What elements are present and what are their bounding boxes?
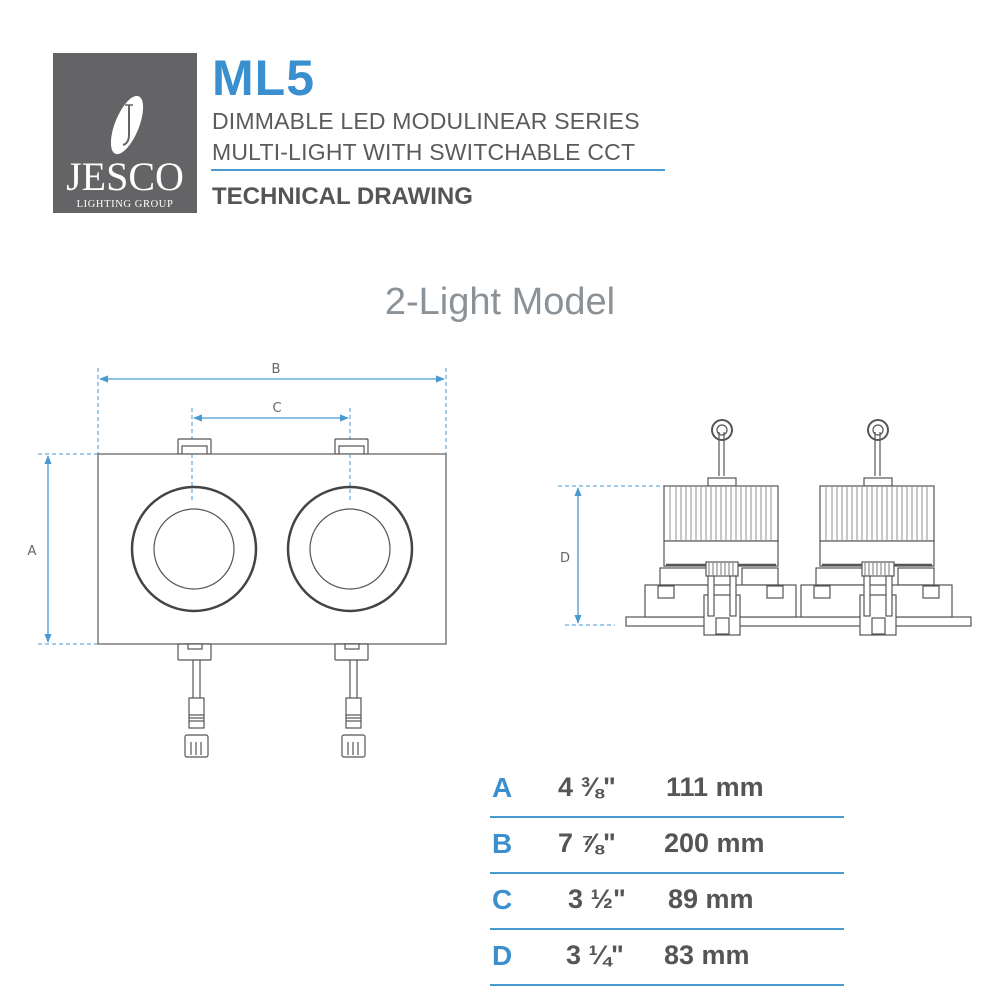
label-b: B [272, 362, 281, 377]
label-a: A [28, 544, 37, 559]
drawing-title: 2-Light Model [384, 281, 616, 323]
logo-brand-text: JESCO [66, 154, 184, 199]
base-plate [625, 616, 972, 627]
dimension-mm: 111 mm [666, 772, 764, 802]
lamp-right [286, 485, 414, 613]
dimension-inches: 3 ¼" [566, 940, 624, 970]
header-divider [211, 169, 665, 171]
label-c: C [272, 401, 281, 416]
dimension-row-b: B 7 ⅞" 200 mm [490, 818, 844, 874]
dimension-mm: 89 mm [668, 884, 754, 914]
dimension-row-a: A 4 ⅜" 111 mm [490, 762, 844, 818]
label-d: D [560, 551, 570, 566]
dimension-d: D [558, 485, 664, 626]
top-clips [177, 438, 369, 455]
dimension-mm: 200 mm [664, 828, 765, 858]
feature-subtitle: MULTI-LIGHT WITH SWITCHABLE CCT [212, 139, 636, 165]
logo-leaf-icon [110, 95, 144, 155]
dimension-b: B [97, 362, 447, 455]
jesco-logo: JESCO LIGHTING GROUP [53, 53, 197, 213]
dimension-mm: 83 mm [664, 940, 750, 970]
bottom-connectors [177, 643, 369, 758]
side-view-drawing: D [558, 418, 972, 637]
trim-plate [97, 453, 447, 645]
section-title: TECHNICAL DRAWING [212, 183, 473, 210]
dimension-row-c: C 3 ½" 89 mm [490, 874, 844, 930]
dimension-letter: A [492, 772, 513, 803]
dimension-row-d: D 3 ¼" 83 mm [490, 930, 844, 986]
dimension-inches: 4 ⅜" [558, 772, 616, 802]
dimension-a: A [28, 453, 98, 645]
dimensions-table: A 4 ⅜" 111 mm B 7 ⅞" 200 mm C 3 ½" 89 mm… [490, 762, 844, 986]
series-subtitle: DIMMABLE LED MODULINEAR SERIES [212, 108, 640, 134]
model-name: ML5 [212, 50, 315, 106]
plan-view-drawing: B C A [28, 362, 447, 758]
dimension-inches: 3 ½" [568, 884, 626, 914]
dimension-letter: B [492, 828, 513, 859]
logo-tagline-text: LIGHTING GROUP [76, 199, 174, 210]
lamp-left [130, 485, 258, 613]
dimension-letter: C [492, 884, 513, 915]
dimension-inches: 7 ⅞" [558, 828, 616, 858]
dimension-letter: D [492, 940, 513, 971]
